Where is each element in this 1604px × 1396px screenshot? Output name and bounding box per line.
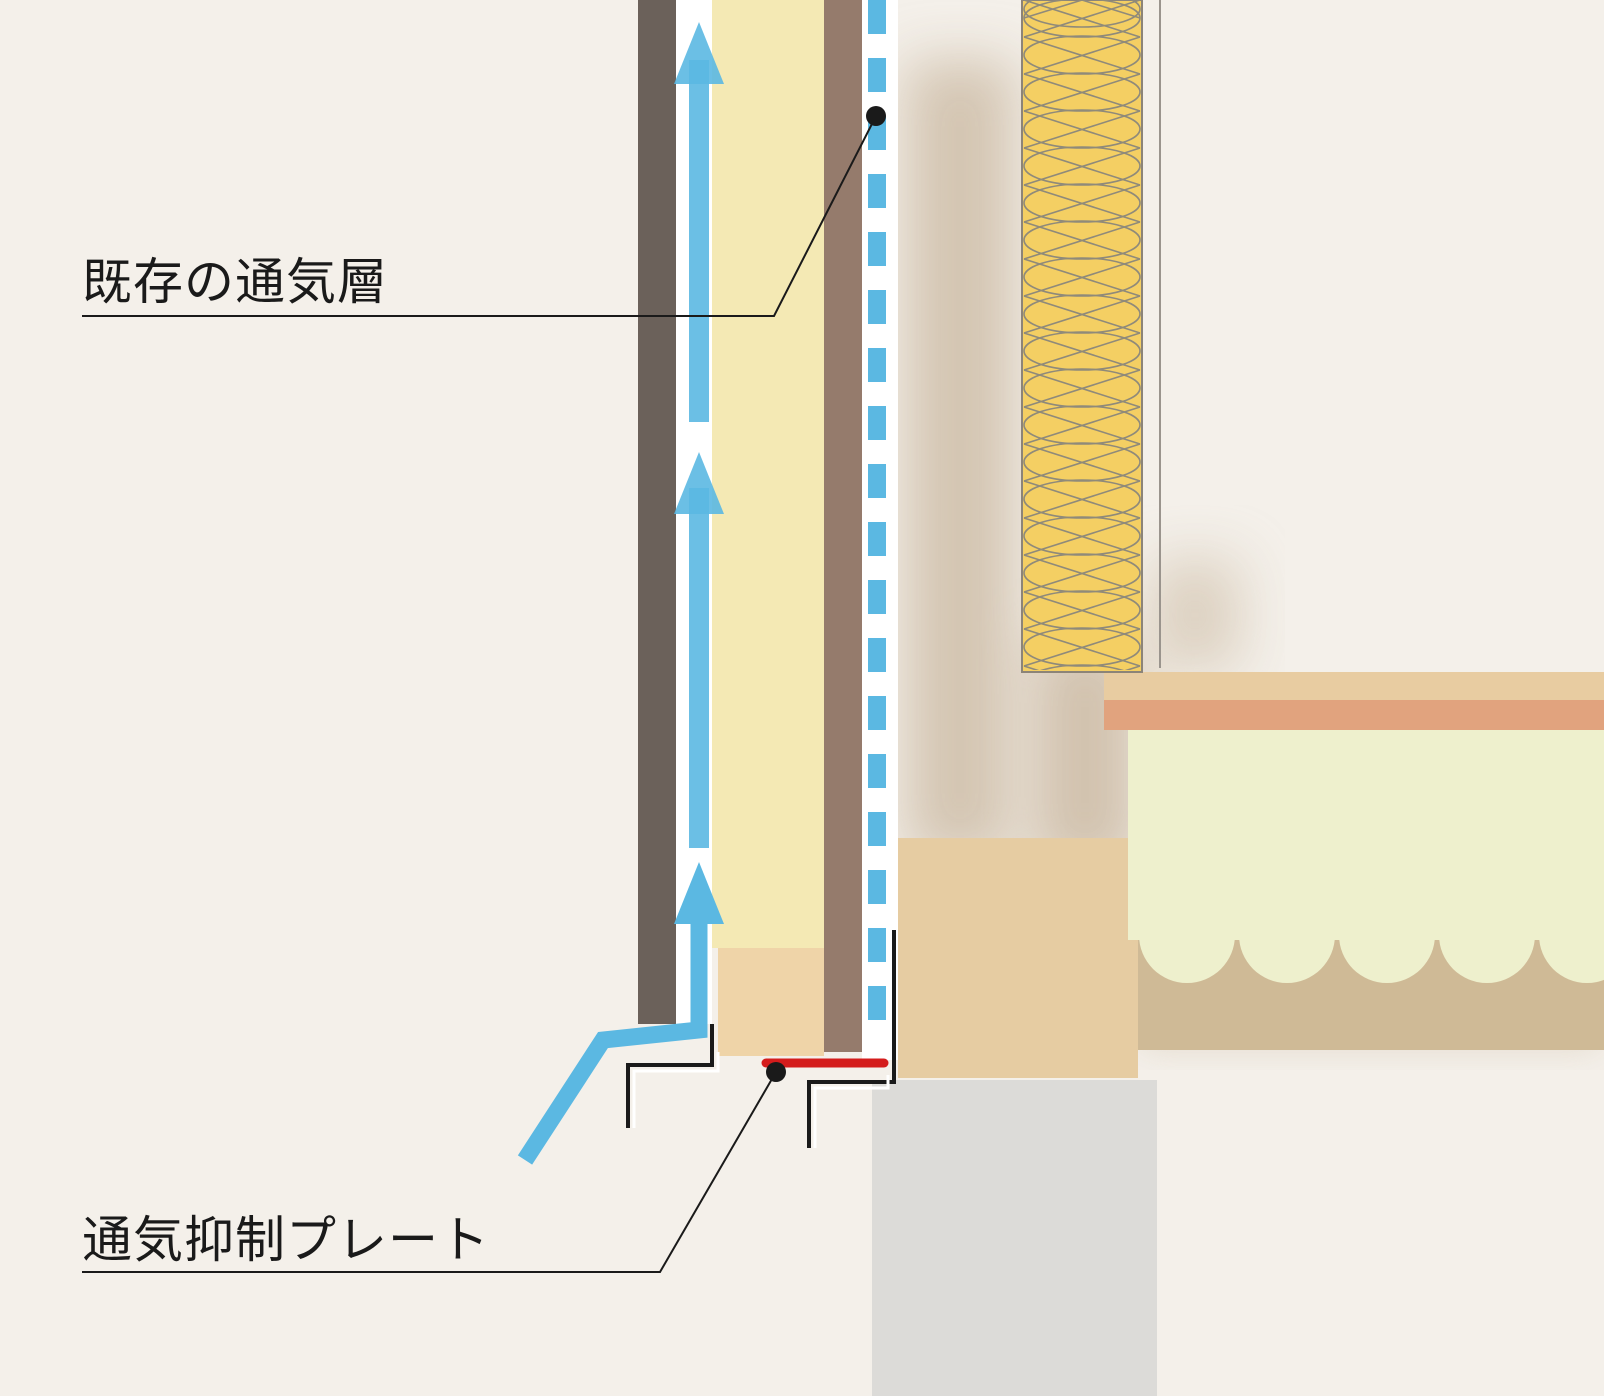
airflow-arrow-icon	[689, 60, 709, 422]
airflow-dash	[868, 696, 886, 730]
airflow-dash	[868, 986, 886, 1020]
airflow-dash	[868, 464, 886, 498]
foundation	[872, 1080, 1157, 1396]
airflow-dash	[868, 870, 886, 904]
sheathing-bottom-block	[718, 948, 824, 1056]
floor-finish	[1104, 700, 1604, 730]
inner-board	[824, 0, 862, 1052]
leader-dot-icon	[866, 106, 886, 126]
flashing-highlights	[632, 1052, 890, 1148]
floor-insulation-scallops	[1139, 887, 1604, 983]
exterior-siding	[638, 0, 676, 1024]
airflow-dash	[868, 580, 886, 614]
outer-flashing	[626, 1024, 714, 1128]
flashing-profiles	[626, 930, 896, 1148]
airflow-dash	[868, 290, 886, 324]
airflow-dash	[868, 812, 886, 846]
airflow-arrows	[517, 22, 724, 1165]
airflow-dash	[868, 638, 886, 672]
leader-line-suppression-plate	[82, 1071, 777, 1273]
airflow-arrow-icon	[674, 862, 724, 924]
leader-dot-icon	[766, 1062, 786, 1082]
airflow-dash	[868, 522, 886, 556]
airflow-dash	[868, 58, 886, 92]
airflow-dash	[868, 0, 886, 34]
leader-lines	[82, 115, 877, 1273]
airflow-dash	[868, 348, 886, 382]
leader-line-existing-vent	[82, 115, 877, 317]
airflow-dash	[868, 754, 886, 788]
sheathing-layer	[712, 0, 824, 948]
inner-airflow-dashes	[868, 0, 886, 1020]
airflow-arrow-icon	[674, 452, 724, 514]
wall-insulation	[1021, 0, 1161, 673]
sill-timber	[898, 838, 1138, 1078]
airflow-inlet-path	[517, 920, 708, 1165]
airflow-arrow-icon	[689, 488, 709, 848]
airflow-dash	[868, 232, 886, 266]
inner-flashing	[807, 930, 896, 1148]
floor-structure	[1104, 672, 1604, 1050]
airflow-arrow-icon	[674, 22, 724, 84]
airflow-dash	[868, 174, 886, 208]
label-vent-suppression-plate: 通気抑制プレート	[82, 1211, 490, 1269]
label-existing-vent-layer: 既存の通気層	[82, 253, 388, 311]
airflow-dash	[868, 406, 886, 440]
airflow-dash	[868, 928, 886, 962]
floor-board	[1104, 672, 1604, 700]
